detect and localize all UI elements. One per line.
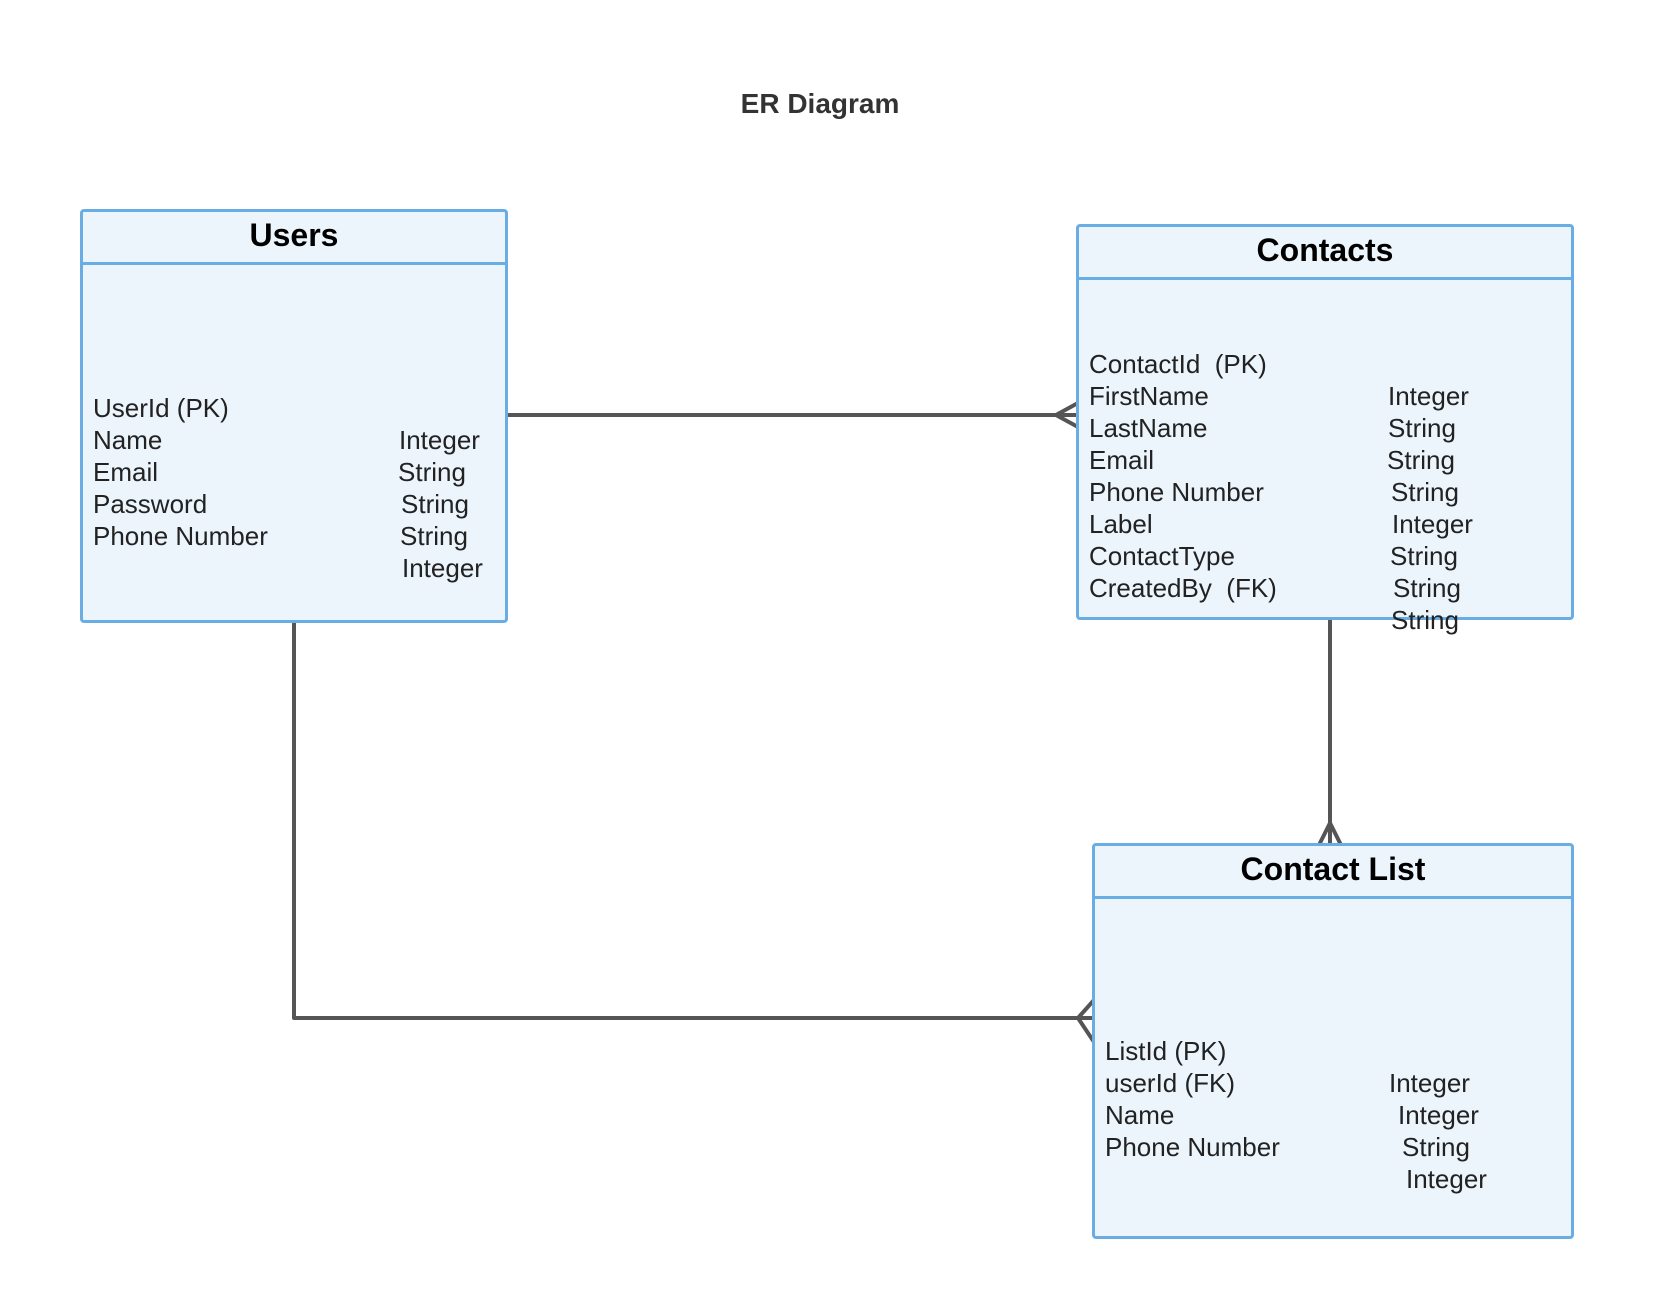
attribute-name: Phone Number (1105, 1132, 1280, 1162)
attribute-type: Integer (1388, 381, 1469, 411)
attribute-row: UserId (PK) Integer (83, 360, 505, 455)
attribute-type: String (1402, 1132, 1470, 1162)
attribute-type: Integer (402, 553, 483, 583)
attribute-row: Label String (1079, 476, 1571, 571)
attribute-name: Phone Number (1089, 477, 1264, 507)
attribute-type: String (1393, 573, 1461, 603)
attribute-name: Label (1089, 509, 1153, 539)
attribute-row: Name String (1095, 1067, 1571, 1162)
attribute-name: Name (93, 425, 163, 455)
crowfoot-users-contactlist (1076, 998, 1096, 1044)
attribute-type: String (1391, 605, 1459, 635)
attribute-row: Phone Number Integer (1095, 1099, 1571, 1194)
attribute-type: String (1390, 541, 1458, 571)
crowfoot-users-contacts (1054, 401, 1080, 429)
attribute-type: String (400, 521, 468, 551)
attribute-row: ContactId (PK) Integer (1079, 316, 1571, 411)
attribute-type: String (401, 489, 469, 519)
attribute-name: Phone Number (93, 521, 268, 551)
attribute-type: Integer (1392, 509, 1473, 539)
crowfoot-contacts-contactlist (1318, 821, 1342, 845)
attribute-name: Email (93, 457, 159, 487)
attribute-name: CreatedBy (FK) (1089, 573, 1277, 603)
attribute-name: ListId (PK) (1105, 1036, 1227, 1066)
attribute-type: Integer (399, 425, 480, 455)
entity-header-contact-list: Contact List (1095, 846, 1571, 899)
attribute-row: Phone Number Integer (1079, 444, 1571, 539)
attribute-type: String (1391, 477, 1459, 507)
entity-users[interactable]: Users UserId (PK) Integer Name String Em… (80, 209, 508, 623)
attribute-type: String (1387, 445, 1455, 475)
attribute-row: Name String (83, 392, 505, 487)
entity-header-users: Users (83, 212, 505, 265)
attribute-row: CreatedBy (FK) String (1079, 540, 1571, 635)
attribute-row: Email String (83, 424, 505, 519)
attribute-name: ContactType (1089, 541, 1235, 571)
attribute-name: Email (1089, 445, 1155, 475)
attribute-row: Password String (83, 456, 505, 551)
diagram-title: ER Diagram (740, 88, 900, 119)
entity-header-contacts: Contacts (1079, 227, 1571, 280)
attribute-type: String (398, 457, 466, 487)
attribute-type: Integer (1389, 1068, 1470, 1098)
attribute-type: String (1388, 413, 1456, 443)
attribute-name: Name (1105, 1100, 1175, 1130)
attribute-type: Integer (1398, 1100, 1479, 1130)
attribute-row: Email String (1079, 412, 1571, 507)
entity-contacts[interactable]: Contacts ContactId (PK) Integer FirstNam… (1076, 224, 1574, 635)
attribute-name: ContactId (PK) (1089, 349, 1267, 379)
attribute-row: userId (FK) Integer (1095, 1035, 1571, 1130)
attribute-row: LastName String (1079, 380, 1571, 475)
attribute-name: FirstName (1089, 381, 1209, 411)
attribute-row: ContactType String (1079, 508, 1571, 603)
attribute-name: userId (FK) (1105, 1068, 1236, 1098)
attribute-row: ListId (PK) Integer (1095, 1003, 1571, 1098)
attribute-type: Integer (1406, 1164, 1487, 1194)
attribute-name: UserId (PK) (93, 393, 229, 423)
attribute-row: FirstName String (1079, 348, 1571, 443)
entity-contact-list[interactable]: Contact List ListId (PK) Integer userId … (1092, 843, 1574, 1239)
relationship-users-contactlist (292, 621, 1096, 1020)
attribute-name: LastName (1089, 413, 1208, 443)
attribute-name: Password (93, 489, 208, 519)
attribute-row: Phone Number Integer (83, 488, 505, 583)
